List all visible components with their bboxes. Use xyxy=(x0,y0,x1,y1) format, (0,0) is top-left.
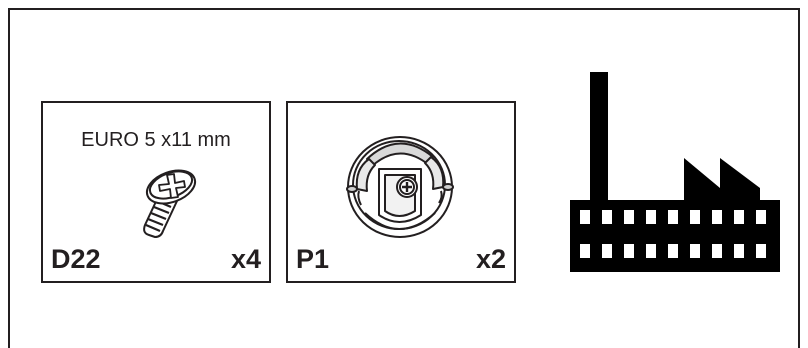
part-code: D22 xyxy=(51,244,101,274)
screw-icon xyxy=(143,169,197,238)
part-quantity: x4 xyxy=(230,244,261,274)
cam-lock-fitting-icon xyxy=(346,136,454,238)
part-card-p1: P1 x2 xyxy=(286,101,516,283)
instruction-frame xyxy=(8,8,800,348)
part-code: P1 xyxy=(296,244,330,274)
factory-icon xyxy=(570,72,780,272)
part-card-d22: EURO 5 x11 mm D22 x4 xyxy=(41,101,271,283)
part-quantity: x2 xyxy=(475,244,506,274)
part-spec: EURO 5 x11 mm xyxy=(81,129,231,151)
